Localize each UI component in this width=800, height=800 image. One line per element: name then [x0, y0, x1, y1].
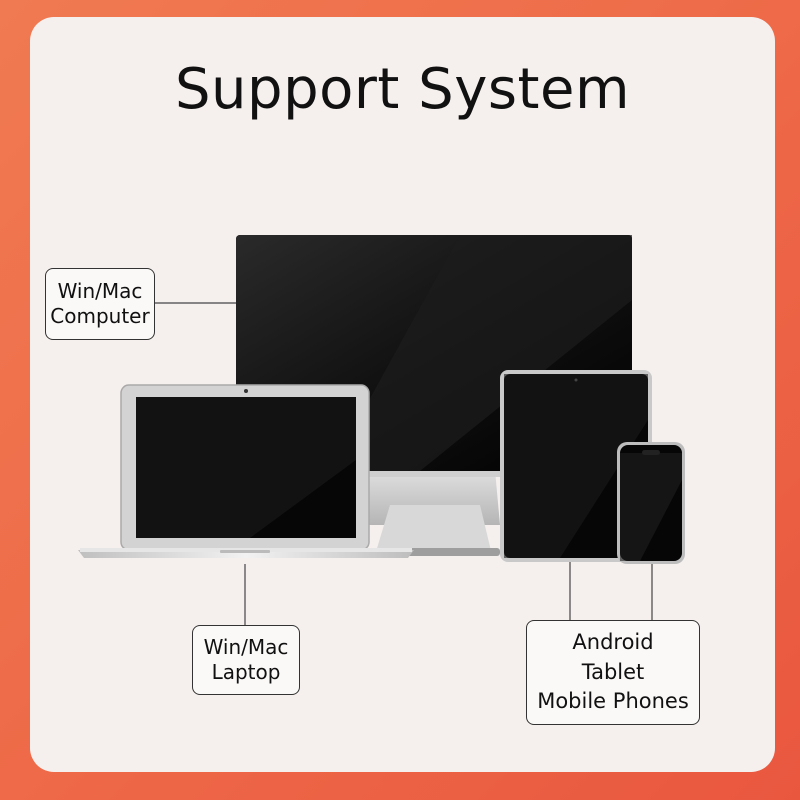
- laptop-label: Win/Mac Laptop: [192, 625, 300, 695]
- mobile-label: Android Tablet Mobile Phones: [526, 620, 700, 725]
- computer-label-line2: Computer: [50, 304, 150, 328]
- laptop-icon: [78, 384, 414, 558]
- monitor-stand: [365, 470, 500, 556]
- mobile-label-line1: Android: [572, 630, 654, 655]
- mobile-label-line3: Mobile Phones: [537, 689, 689, 714]
- computer-label-line1: Win/Mac: [57, 279, 143, 303]
- laptop-label-line2: Laptop: [211, 660, 281, 684]
- laptop-label-line1: Win/Mac: [203, 635, 289, 659]
- page-title: Support System: [175, 57, 630, 122]
- computer-label: Win/Mac Computer: [45, 268, 155, 340]
- mobile-label-line2: Tablet: [581, 659, 645, 684]
- phone-icon: [617, 442, 685, 564]
- tablet-icon: [500, 370, 652, 562]
